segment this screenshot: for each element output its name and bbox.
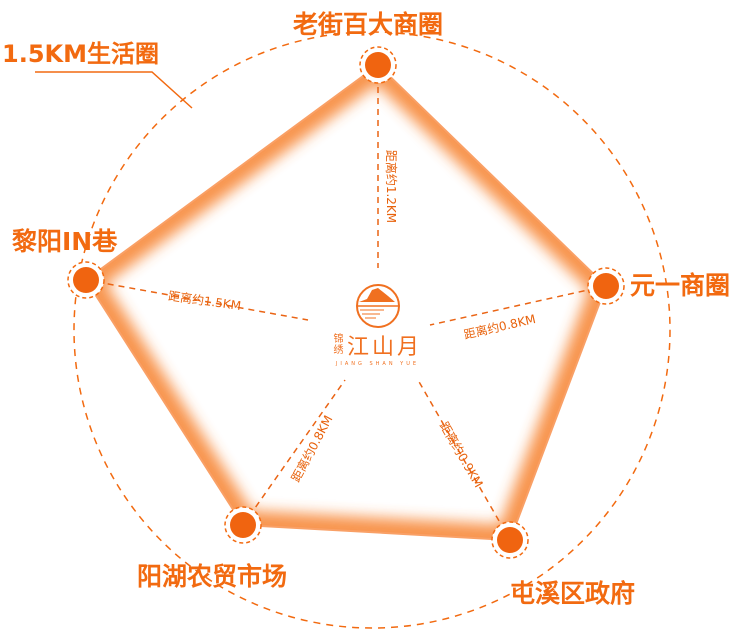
distance-lines — [85, 65, 607, 541]
node-label-bottom-right: 屯溪区政府 — [510, 579, 636, 608]
node-marker-bottom-left — [224, 506, 262, 544]
node-marker-top — [359, 46, 397, 84]
node-marker-left — [67, 261, 105, 299]
logo-main-text: 江山月 — [346, 335, 422, 360]
logo-emblem-icon — [356, 284, 400, 328]
node-marker-bottom-right — [491, 521, 529, 559]
node-label-bottom-left: 阳湖农贸市场 — [137, 562, 288, 591]
title-leader-line — [35, 71, 193, 109]
node-label-top: 老街百大商圈 — [293, 10, 444, 39]
node-marker-right — [587, 267, 625, 305]
node-label-right: 元一商圈 — [630, 271, 731, 300]
center-logo: 锦绣 江山月 JIANG SHAN YUE — [330, 282, 425, 367]
range-circle — [73, 31, 671, 629]
range-title: 1.5KM生活圈 — [2, 40, 159, 68]
node-label-left: 黎阳IN巷 — [12, 227, 118, 256]
node-markers — [67, 46, 625, 559]
logo-pinyin: JIANG SHAN YUE — [335, 361, 420, 367]
pentagon-outline — [84, 63, 608, 542]
logo-small-text: 锦绣 — [333, 334, 344, 356]
distance-label-top: 距离约1.2KM — [384, 149, 399, 224]
